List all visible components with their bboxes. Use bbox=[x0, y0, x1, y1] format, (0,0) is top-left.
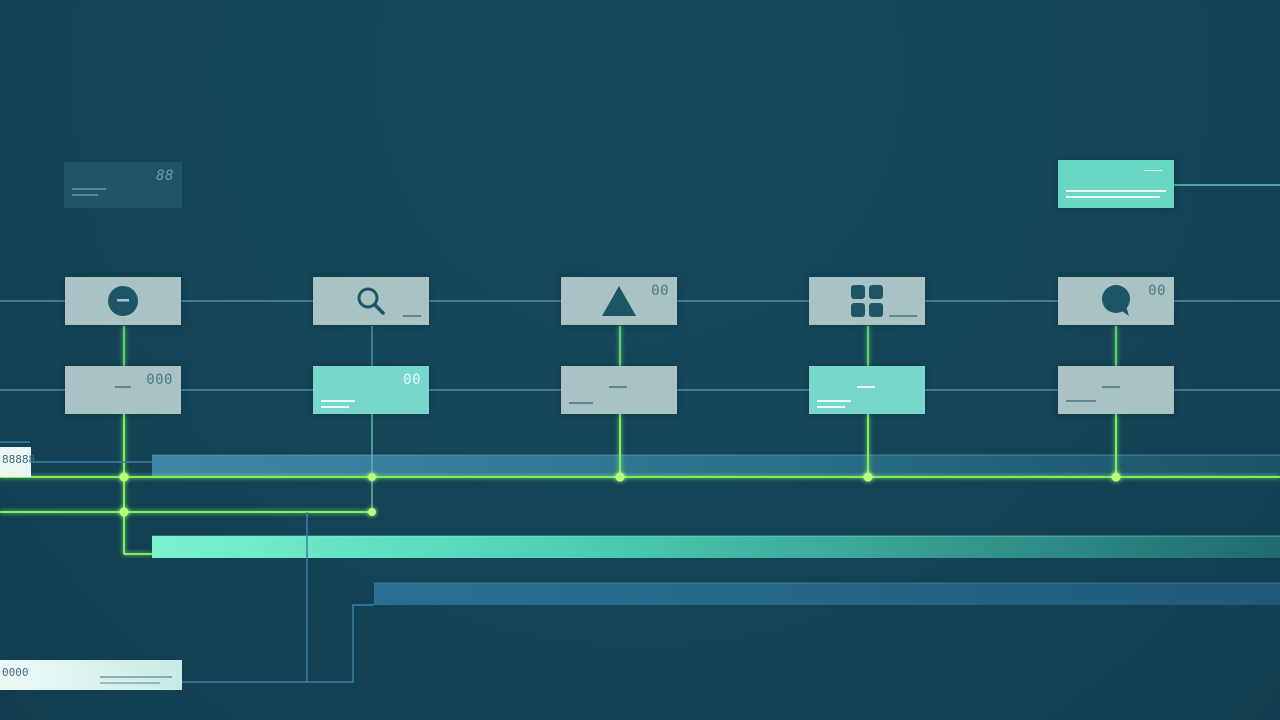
sub-module-card-5[interactable] bbox=[1058, 366, 1174, 414]
progress-bar-blue-lower bbox=[374, 583, 1280, 605]
junction-dot bbox=[368, 473, 376, 481]
minus-circle-icon bbox=[108, 286, 138, 316]
search-icon bbox=[357, 287, 385, 315]
speech-bubble-icon bbox=[1102, 285, 1130, 316]
card-code: 88 bbox=[156, 168, 174, 184]
module-card-1[interactable] bbox=[65, 277, 181, 325]
progress-bar-mint bbox=[152, 536, 1280, 558]
junction-dot bbox=[119, 507, 129, 517]
info-card-top-left[interactable]: 88 bbox=[64, 162, 182, 208]
junction-dot bbox=[615, 472, 625, 482]
module-card-4[interactable] bbox=[809, 277, 925, 325]
side-tag-upper[interactable]: 88888 bbox=[0, 447, 35, 477]
sub-module-code: 00 bbox=[403, 372, 421, 388]
module-card-2[interactable] bbox=[313, 277, 429, 325]
junction-dot bbox=[1111, 472, 1121, 482]
junction-dot bbox=[368, 508, 376, 516]
triangle-icon bbox=[602, 286, 636, 316]
side-tag-lower[interactable]: 0000 bbox=[0, 660, 182, 690]
side-tag-label: 88888 bbox=[2, 453, 36, 466]
module-code: 00 bbox=[651, 283, 669, 299]
info-card-top-right[interactable] bbox=[1058, 160, 1174, 208]
module-code: 00 bbox=[1148, 283, 1166, 299]
module-card-5[interactable]: 00 bbox=[1058, 277, 1174, 325]
sub-module-card-2[interactable]: 00 bbox=[313, 366, 429, 414]
junction-dot bbox=[119, 472, 129, 482]
sub-module-card-4[interactable] bbox=[809, 366, 925, 414]
sub-module-card-1[interactable]: 000 bbox=[65, 366, 181, 414]
sub-module-card-3[interactable] bbox=[561, 366, 677, 414]
progress-bar-blue bbox=[152, 455, 1280, 477]
side-tag-label: 0000 bbox=[2, 666, 29, 679]
grid-icon bbox=[851, 285, 883, 317]
sub-module-code: 000 bbox=[146, 372, 173, 388]
module-card-3[interactable]: 00 bbox=[561, 277, 677, 325]
junction-dot bbox=[863, 472, 873, 482]
